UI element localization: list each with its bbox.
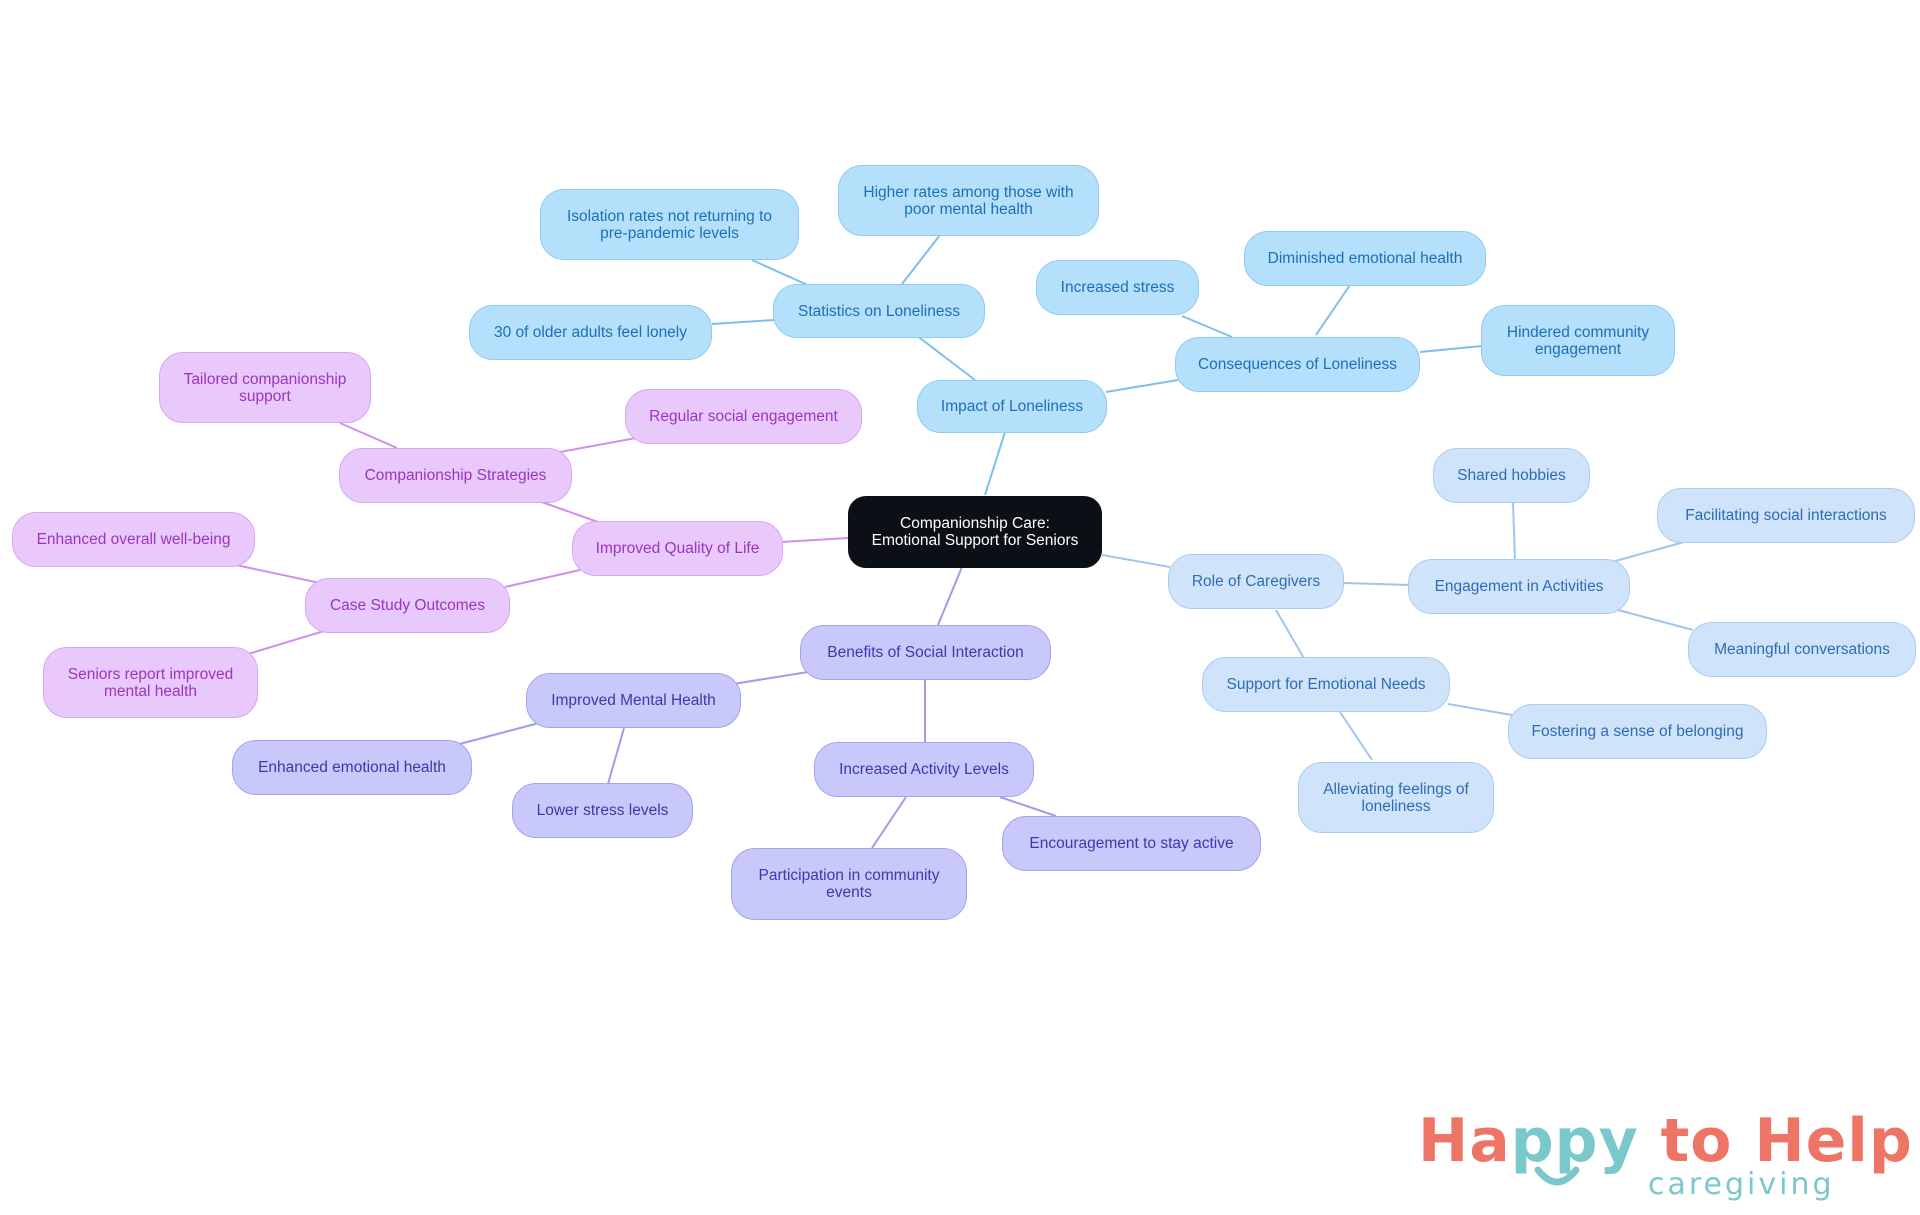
node-fostering-belonging: Fostering a sense of belonging [1508,704,1767,759]
node-higher-rates: Higher rates among those with poor menta… [838,165,1099,236]
node-improved-quality-of-life: Improved Quality of Life [572,521,783,576]
edge-root-caregivers [1101,554,1171,568]
node-impact-of-loneliness: Impact of Loneliness [917,380,1107,433]
edge-activity-participation [871,796,907,849]
edge-mental-enhanced [451,722,540,747]
edge-consequences-stress [1181,315,1233,338]
node-increased-activity-levels: Increased Activity Levels [814,742,1034,797]
node-lower-stress-levels: Lower stress levels [512,783,693,838]
node-participation-community-events: Participation in community events [731,848,967,920]
edge-caregivers-support [1275,609,1306,661]
node-enhanced-overall-well-being: Enhanced overall well-being [12,512,255,567]
edge-root-quality [780,537,849,543]
edge-engagement-facilitating [1611,541,1685,563]
edge-statistics-30 [711,319,775,325]
edge-impact-statistics [915,334,976,381]
edge-statistics-higher [901,234,941,285]
edge-impact-consequences [1105,379,1179,393]
edge-engagement-hobbies [1512,502,1516,561]
edge-caregivers-engagement [1343,582,1411,586]
edge-support-alleviating [1339,711,1373,761]
node-benefits-of-social-interaction: Benefits of Social Interaction [800,625,1051,680]
node-role-of-caregivers: Role of Caregivers [1168,554,1344,609]
node-consequences-of-loneliness: Consequences of Loneliness [1175,337,1420,392]
node-diminished-emotional-health: Diminished emotional health [1244,231,1486,286]
edge-mental-lower [607,727,625,785]
node-alleviating-loneliness: Alleviating feelings of loneliness [1298,762,1494,833]
edge-strategies-tailored [339,422,398,449]
node-companionship-strategies: Companionship Strategies [339,448,572,503]
node-meaningful-conversations: Meaningful conversations [1688,622,1916,677]
edge-support-fostering [1447,703,1513,716]
edge-strategies-regular [559,437,637,453]
edge-quality-strategies [535,499,599,523]
node-regular-social-engagement: Regular social engagement [625,389,862,444]
edge-quality-outcomes [504,569,581,588]
node-improved-mental-health: Improved Mental Health [526,673,741,728]
edge-outcomes-seniors [247,630,325,655]
node-support-for-emotional-needs: Support for Emotional Needs [1202,657,1450,712]
node-shared-hobbies: Shared hobbies [1433,448,1590,503]
edge-consequences-hindered [1419,345,1483,353]
node-increased-stress: Increased stress [1036,260,1199,315]
node-isolation-rates: Isolation rates not returning to pre-pan… [540,189,799,260]
edge-activity-encouragement [999,796,1057,817]
node-statistics-on-loneliness: Statistics on Loneliness [773,284,985,338]
logo-tagline: caregiving [1648,1167,1835,1202]
node-enhanced-emotional-health: Enhanced emotional health [232,740,472,795]
edge-benefits-mental [732,671,809,685]
node-encouragement-stay-active: Encouragement to stay active [1002,816,1261,871]
node-hindered-community: Hindered community engagement [1481,305,1675,376]
edge-outcomes-enhanced [235,564,321,584]
node-tailored-companionship: Tailored companionship support [159,352,371,423]
edge-engagement-meaningful [1617,609,1694,631]
node-seniors-report-improved: Seniors report improved mental health [43,647,258,718]
node-case-study-outcomes: Case Study Outcomes [305,578,510,633]
happy-to-help-logo: Happy to Help caregiving [1418,1108,1912,1208]
smile-icon [1534,1166,1580,1186]
edge-root-impact [984,431,1006,496]
edge-root-benefits [937,566,963,626]
node-engagement-in-activities: Engagement in Activities [1408,559,1630,614]
root-node: Companionship Care: Emotional Support fo… [848,496,1102,568]
edge-statistics-isolation [751,259,813,288]
logo-wordmark: Happy to Help [1418,1106,1913,1176]
node-facilitating-social-interactions: Facilitating social interactions [1657,488,1915,543]
node-30-older-adults: 30 of older adults feel lonely [469,305,712,360]
edge-consequences-diminished [1315,284,1351,336]
